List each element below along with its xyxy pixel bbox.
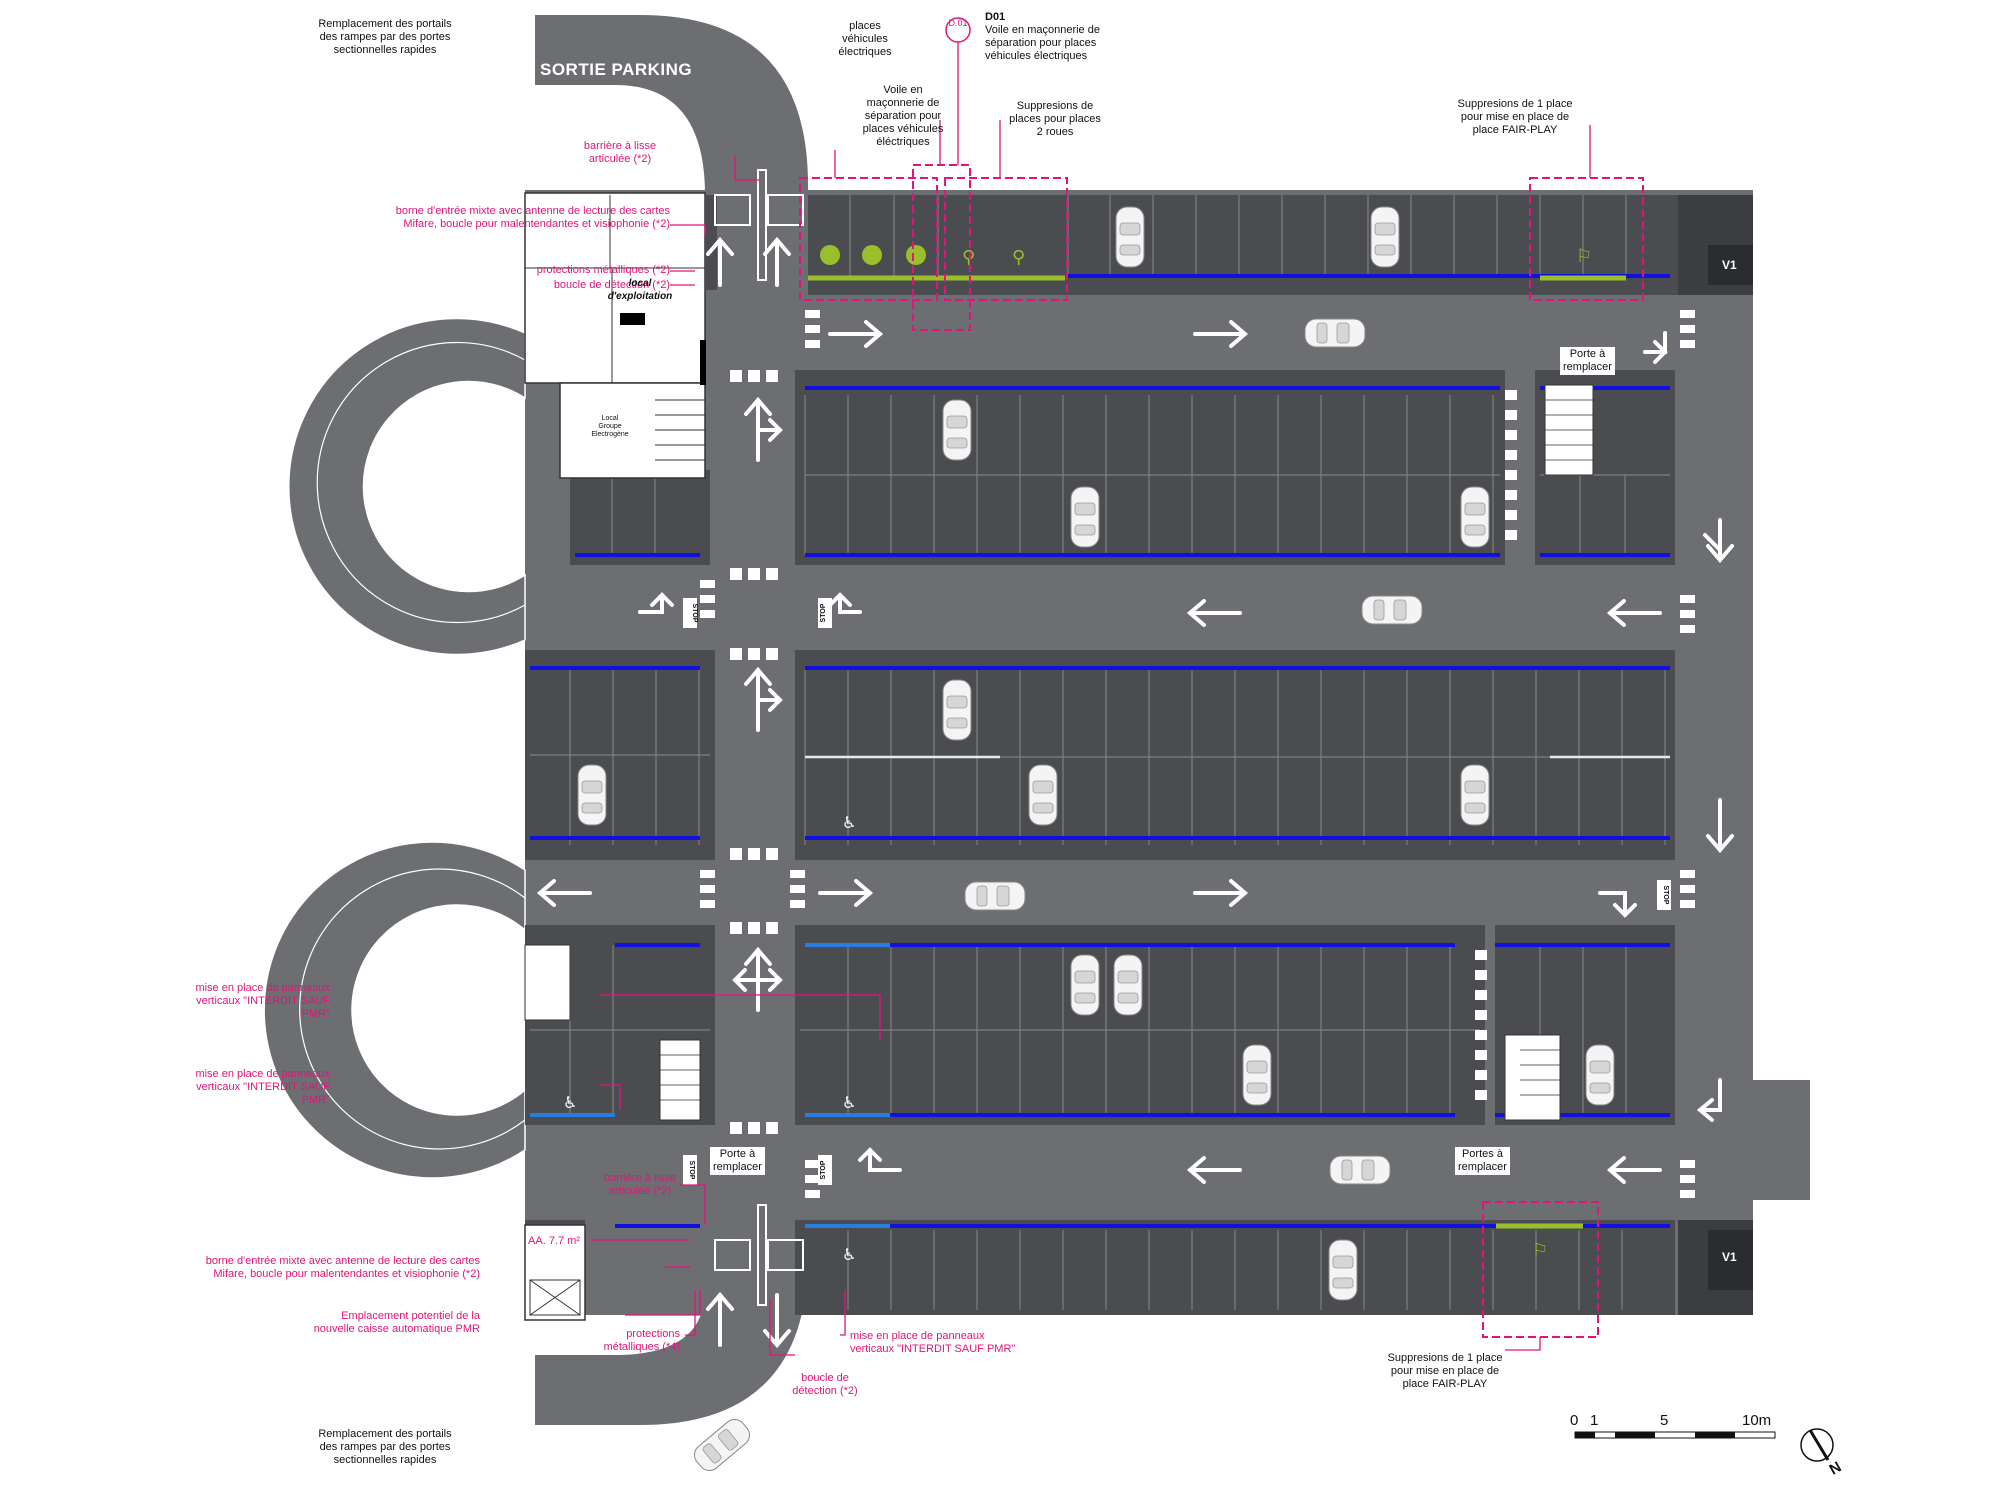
svg-text:⚐: ⚐ [1576,246,1592,267]
svg-text:STOP: STOP [688,1161,695,1180]
room-local-groupe: Local Groupe Electrogène [591,415,629,438]
svg-text:STOP: STOP [820,1160,827,1179]
annotation-replace-gates-top: Remplacement des portails des rampes par… [318,18,452,56]
annotation-cash-pmr: Emplacement potentiel de la nouvelle cai… [313,1310,480,1335]
svg-text:♿: ♿ [563,1093,577,1112]
annotation-remove-2wheel: Suppresions de places pour places 2 roue… [1009,100,1101,138]
annotation-pmr-panel-1: mise en place de panneaux verticaux "INT… [195,982,330,1020]
annotation-d01-text: Voile en maçonnerie de séparation pour p… [985,24,1100,62]
highlight-boxes [799,164,1644,1338]
annotation-loop-top: boucle de détection (*2) [553,279,670,291]
annotation-aa-area: AA. 7.7 m² [528,1235,580,1247]
svg-text:STOP: STOP [691,604,698,623]
annotation-fairplay-bottom: Suppresions de 1 place pour mise en plac… [1387,1352,1503,1390]
annotation-fairplay-top: Suppresions de 1 place pour mise en plac… [1457,98,1573,136]
svg-text:♿: ♿ [842,1245,856,1264]
svg-text:♿: ♿ [842,1093,856,1112]
svg-text:⚲: ⚲ [962,247,975,268]
scale-tick-5: 5 [1660,1412,1669,1429]
annotation-protections-top: protections métalliques (*2) [536,264,670,276]
ramp-spiral-bottom [263,841,526,1179]
annotation-barrier-top: barrière à lisse articulée (*2) [583,140,657,165]
annotation-barrier-bottom: barrière à lisse articulée (*2) [603,1172,677,1197]
door-replace-label-1: Porte à remplacer [1560,347,1615,375]
scale-tick-10: 10m [1742,1412,1772,1429]
entry-ramp-label: ENTREE PARKING [535,1432,693,1451]
annotation-borne-top: borne d'entrée mixte avec antenne de lec… [395,205,670,230]
doors-replace-label: Portes à remplacer [1455,1147,1510,1175]
annotation-pmr-panel-3: mise en place de panneaux verticaux "INT… [850,1330,1016,1355]
annotation-pmr-panel-2: mise en place de panneaux verticaux "INT… [195,1068,330,1106]
annotation-loop-bottom: boucle de détection (*2) [792,1372,858,1397]
svg-text:⚐: ⚐ [1532,1240,1548,1261]
ramp-spiral-top [287,317,526,656]
annotation-replace-gates-bottom: Remplacement des portails des rampes par… [318,1428,452,1466]
annotation-protections-bottom: protections métalliques (*4) [603,1328,680,1353]
annotation-ev-places: places véhicules électriques [838,20,892,58]
svg-text:STOP: STOP [1662,886,1669,905]
scale-bar [1574,1431,1776,1439]
annotation-wall-ev: Voile en maçonnerie de séparation pour p… [862,84,944,148]
room-local-exploitation: local d'exploitation [607,278,673,302]
svg-text:♿: ♿ [842,813,856,832]
entry-ramp [535,1205,808,1425]
scale-tick-1: 1 [1590,1412,1599,1429]
door-replace-label-2: Porte à remplacer [710,1147,765,1175]
v1-label-bottom: V1 [1722,1250,1737,1264]
direction-arrows [536,86,1734,1489]
annotation-borne-bottom: borne d'entrée mixte avec antenne de lec… [205,1255,480,1280]
annotation-d01-tag: D.01 [948,18,968,28]
svg-text:⚲: ⚲ [1012,247,1025,268]
v1-label-top: V1 [1722,258,1737,272]
annotation-d01-title: D01 [985,11,1006,23]
scale-tick-0: 0 [1570,1412,1579,1429]
north-arrow [1800,1428,1834,1462]
svg-text:STOP: STOP [820,603,827,622]
exit-ramp-label: SORTIE PARKING [540,60,693,79]
